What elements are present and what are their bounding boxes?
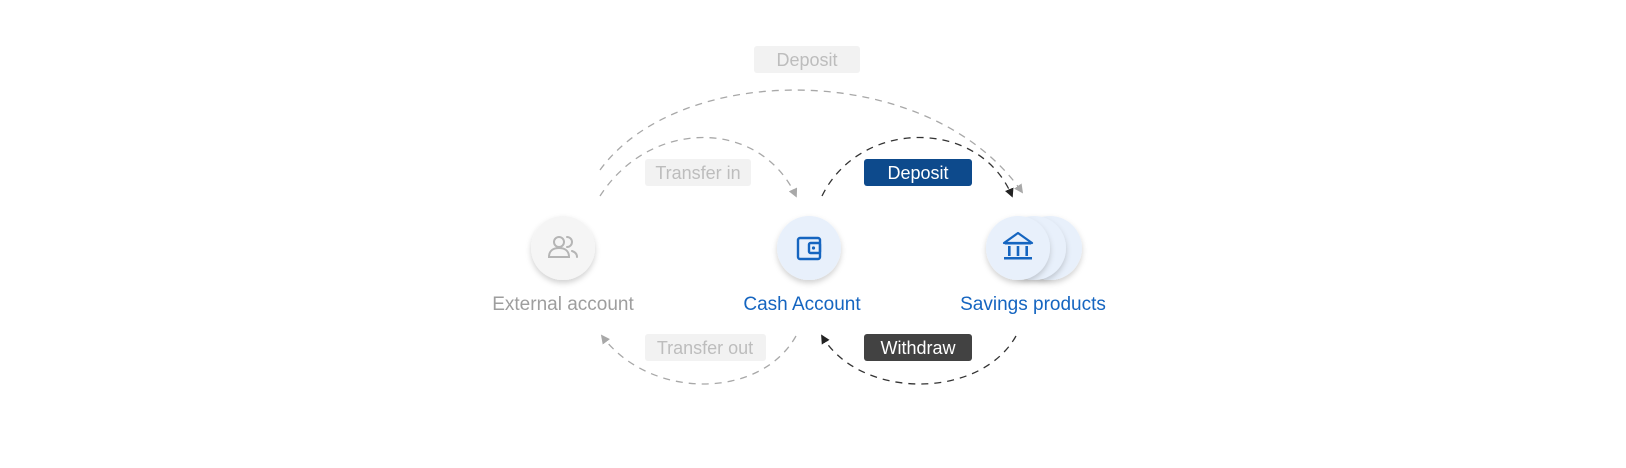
transfer-in-arc <box>599 137 798 198</box>
svg-text:Transfer in: Transfer in <box>655 163 740 183</box>
flow-label-transfer-out: Transfer out <box>645 334 766 361</box>
wallet-icon <box>796 236 822 261</box>
deposit-cash-arc <box>821 136 1014 198</box>
svg-text:Transfer out: Transfer out <box>657 338 753 358</box>
deposit-external-arc <box>599 89 1024 194</box>
node-cash-account[interactable]: Cash Account <box>743 216 861 315</box>
flow-label-deposit-external: Deposit <box>754 46 860 73</box>
svg-text:Withdraw: Withdraw <box>880 338 956 358</box>
node-savings-products[interactable]: Savings products <box>960 216 1106 315</box>
flow-label-transfer-in: Transfer in <box>645 159 751 186</box>
svg-text:Cash Account: Cash Account <box>743 294 861 315</box>
node-external-account[interactable]: External account <box>492 216 634 315</box>
svg-text:Deposit: Deposit <box>776 50 837 70</box>
flow-label-withdraw[interactable]: Withdraw <box>864 334 972 361</box>
svg-text:Deposit: Deposit <box>887 163 948 183</box>
flow-label-deposit-cash[interactable]: Deposit <box>864 159 972 186</box>
withdraw-arc <box>821 334 1017 385</box>
bank-icon <box>1002 231 1034 260</box>
transfer-out-arc <box>600 334 797 385</box>
svg-text:External account: External account <box>492 294 634 315</box>
users-icon <box>547 236 578 258</box>
svg-text:Savings products: Savings products <box>960 294 1106 315</box>
